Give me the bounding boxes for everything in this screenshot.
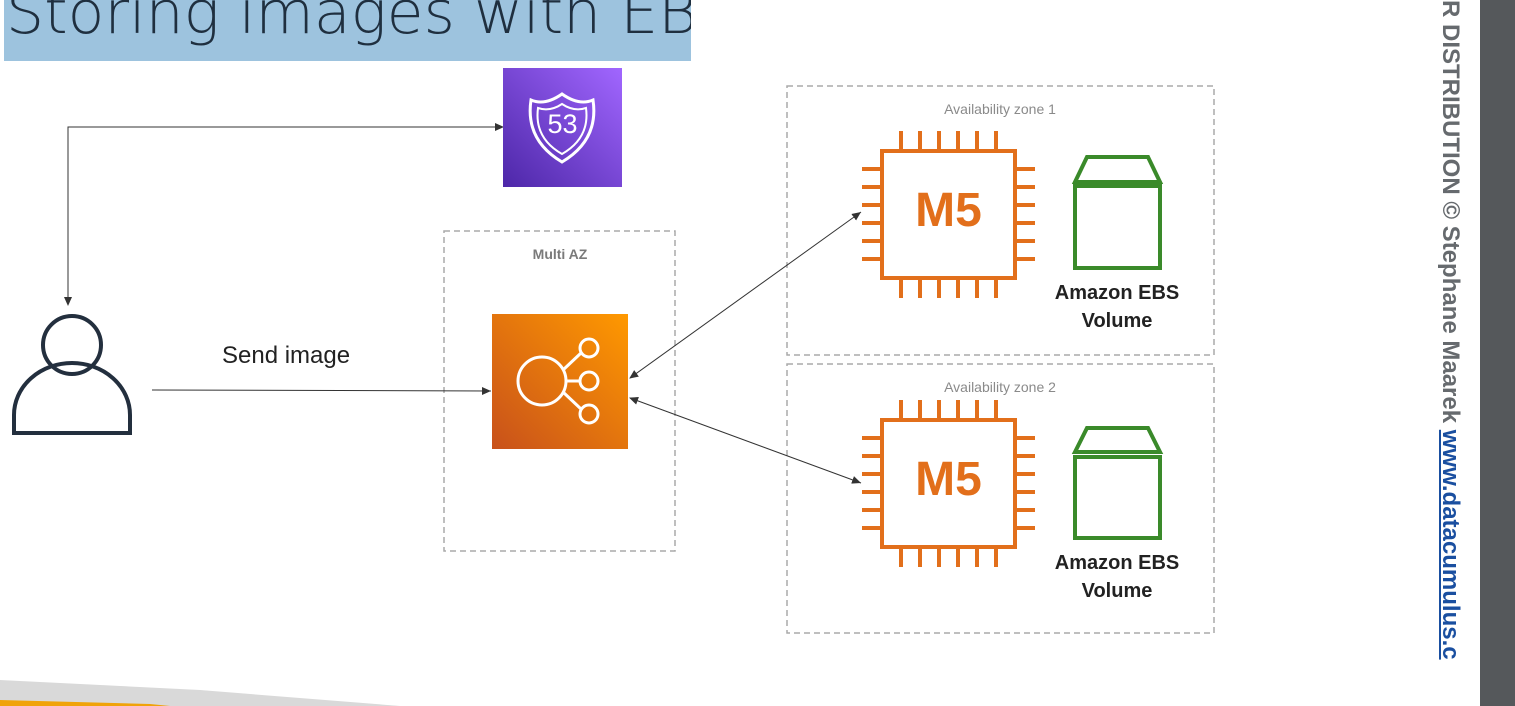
ec2-m5-icon (862, 131, 1035, 298)
availability-zone-2-box (786, 363, 1215, 634)
elb-to-instance-1-connector (629, 211, 862, 379)
decorative-stripe (0, 680, 400, 706)
ebs-volume-icon (1071, 426, 1164, 540)
ebs-2-label-line1: Amazon EBS (1054, 552, 1180, 574)
multi-az-label: Multi AZ (532, 246, 588, 262)
ebs-1-label: Amazon EBS Volume (1037, 279, 1197, 335)
website-link[interactable]: www.datacumulus.c (1437, 429, 1464, 660)
sidebar-background (1420, 0, 1480, 706)
ebs-2-label-line2: Volume (1081, 580, 1153, 602)
instance-1-label: M5 (915, 184, 982, 237)
user-to-route53-connector (64, 123, 504, 306)
decorative-stripe-accent (0, 700, 170, 706)
route53-icon (503, 68, 622, 187)
user-icon (12, 314, 132, 435)
title-banner: Storing images with EBS (4, 0, 691, 61)
elb-icon (492, 314, 628, 449)
instance-2-label: M5 (915, 453, 982, 506)
copyright-text: R DISTRIBUTION © Stephane Maarek (1437, 0, 1464, 430)
copyright-watermark: R DISTRIBUTION © Stephane Maarek www.dat… (1430, 0, 1470, 706)
zone-1-label: Availability zone 1 (944, 101, 1056, 117)
ebs-2-label: Amazon EBS Volume (1037, 549, 1197, 605)
ebs-volume-icon (1071, 155, 1164, 270)
send-image-arrow (151, 386, 492, 395)
ebs-1-label-line1: Amazon EBS (1054, 282, 1180, 304)
send-image-label: Send image (222, 342, 351, 369)
elb-to-instance-2-connector (629, 397, 862, 484)
sidebar-dark-strip (1480, 0, 1515, 706)
availability-zone-1-box (786, 85, 1215, 356)
ec2-m5-icon (862, 400, 1035, 567)
ebs-1-label-line2: Volume (1081, 310, 1153, 332)
page-title: Storing images with EBS (6, 0, 691, 48)
route53-number: 53 (547, 109, 578, 139)
zone-2-label: Availability zone 2 (944, 379, 1056, 395)
